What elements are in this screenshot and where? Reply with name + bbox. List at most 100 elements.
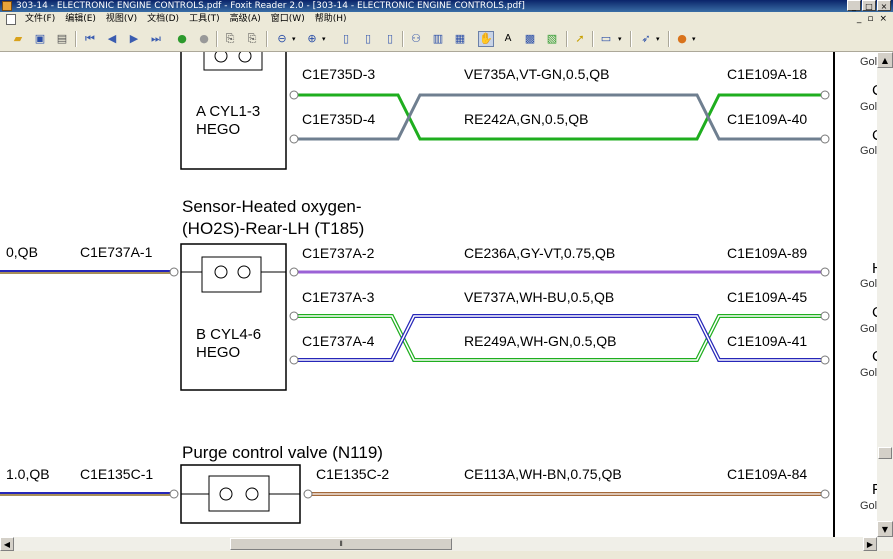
previous-page-icon[interactable]: ◀ — [107, 32, 117, 45]
toolbar: ▰ ▣ ▤ ⏮ ◀ ▶ ⏭ ● ● ⎘ ⎘ ⊖ ▾ ⊕ ▾ ▯ ▯ ▯ ⚇ ▥ … — [0, 27, 893, 52]
mdi-close-icon[interactable]: × — [879, 14, 887, 24]
terminal-icon — [289, 355, 299, 365]
hego-a-label: A CYL1-3 — [196, 103, 260, 120]
terminal-icon — [289, 90, 299, 100]
maximize-button[interactable]: □ — [862, 0, 876, 11]
menu-tools[interactable]: 工具(T) — [189, 14, 220, 24]
terminal-icon — [289, 311, 299, 321]
minimize-button[interactable]: _ — [847, 0, 861, 11]
print-icon[interactable]: ▤ — [56, 32, 68, 45]
wire-pair-1 — [298, 93, 821, 141]
open-folder-icon[interactable]: ▰ — [13, 32, 23, 45]
pin-label: C1E737A-1 — [80, 244, 153, 260]
fit-page-icon[interactable]: ▯ — [364, 32, 372, 45]
right-label: H — [872, 260, 877, 277]
text-select-icon[interactable]: A — [504, 33, 512, 44]
document-icon — [6, 14, 16, 25]
help-dropdown-icon[interactable]: ▾ — [692, 35, 696, 43]
close-button[interactable]: × — [877, 0, 891, 11]
scroll-up-icon[interactable]: ▲ — [877, 52, 893, 68]
menu-view[interactable]: 视图(V) — [105, 14, 138, 24]
select-arrow-icon[interactable]: ➚ — [575, 32, 585, 45]
actual-size-icon[interactable]: ▯ — [342, 32, 350, 45]
title-bar: 303-14 - ELECTRONIC ENGINE CONTROLS.pdf … — [0, 0, 893, 12]
scroll-left-icon[interactable]: ◀ — [0, 537, 14, 551]
find-icon[interactable]: ⚇ — [411, 32, 421, 45]
terminal-icon — [289, 134, 299, 144]
pin-label: C1E109A-18 — [727, 66, 807, 82]
arrow-tool-dropdown-icon[interactable]: ▾ — [656, 35, 660, 43]
scroll-down-icon[interactable]: ▼ — [877, 521, 893, 537]
menu-edit[interactable]: 编辑(E) — [65, 14, 96, 24]
menu-document[interactable]: 文档(D) — [147, 14, 180, 24]
fit-width-icon[interactable]: ▯ — [386, 32, 394, 45]
pin-label: C1E735D-4 — [302, 111, 375, 127]
zoom-out-icon[interactable]: ⊖ — [277, 32, 287, 45]
app-icon — [2, 1, 12, 11]
zoom-in-dropdown-icon[interactable]: ▾ — [322, 35, 326, 43]
menu-help[interactable]: 帮助(H) — [314, 14, 347, 24]
arrow-tool-icon[interactable]: ➶ — [641, 32, 651, 45]
next-page-icon[interactable]: ▶ — [129, 32, 139, 45]
component-title: (HO2S)-Rear-LH (T185) — [182, 219, 364, 238]
page-layout-icon[interactable]: ▦ — [454, 32, 466, 45]
hego-b-pin-icon — [214, 265, 228, 279]
wire-label: CE113A,WH-BN,0.75,QB — [464, 466, 622, 482]
image-tool-icon[interactable]: ▧ — [546, 32, 558, 45]
wire-label: 1.0,QB — [6, 466, 50, 482]
right-column: Gol C Gol C Gol H Gol C Gol C Gol F Gol — [860, 56, 877, 512]
purge-pin-icon — [245, 487, 259, 501]
rotate-right-icon[interactable]: ⎘ — [247, 32, 257, 45]
terminal-icon — [820, 355, 830, 365]
vertical-scrollbar[interactable]: ▲ ▼ — [877, 52, 893, 537]
pin-label: C1E109A-45 — [727, 289, 807, 305]
terminal-icon — [820, 311, 830, 321]
save-icon[interactable]: ▣ — [34, 32, 46, 45]
hego-a-pin-icon — [238, 52, 252, 63]
hand-tool-icon[interactable]: ✋ — [478, 31, 494, 47]
menu-window[interactable]: 窗口(W) — [270, 14, 305, 24]
form-field-icon[interactable]: ▭ — [600, 32, 612, 45]
horizontal-scroll-thumb[interactable]: ⦀ — [230, 538, 452, 550]
pin-label: C1E737A-4 — [302, 333, 375, 349]
terminal-icon — [169, 489, 179, 499]
right-label: C — [872, 82, 877, 99]
first-page-icon[interactable]: ⏮ — [85, 32, 95, 45]
bookmarks-panel-icon[interactable]: ▥ — [432, 32, 444, 45]
menu-bar: 文件(F) 编辑(E) 视图(V) 文档(D) 工具(T) 高级(A) 窗口(W… — [0, 12, 893, 27]
right-label: Gol — [860, 367, 877, 379]
mdi-restore-icon[interactable]: ▫ — [867, 14, 874, 24]
right-label: C — [872, 348, 877, 365]
form-field-dropdown-icon[interactable]: ▾ — [618, 35, 622, 43]
help-icon[interactable]: ● — [677, 32, 687, 45]
hego-a-connector — [203, 52, 263, 71]
zoom-out-dropdown-icon[interactable]: ▾ — [292, 35, 296, 43]
purge-valve-connector — [208, 475, 270, 512]
right-label: Gol — [860, 145, 877, 157]
hego-b-pin-icon — [237, 265, 251, 279]
pin-label: C1E737A-3 — [302, 289, 375, 305]
rotate-left-icon[interactable]: ⎘ — [225, 32, 235, 45]
last-page-icon[interactable]: ⏭ — [151, 32, 161, 45]
go-back-icon[interactable]: ● — [177, 32, 187, 45]
right-label: Gol — [860, 56, 877, 68]
menu-file[interactable]: 文件(F) — [25, 14, 56, 24]
pin-label: C1E109A-84 — [727, 466, 807, 482]
menu-advanced[interactable]: 高级(A) — [229, 14, 261, 24]
hego-a-pin-icon — [214, 52, 228, 63]
terminal-icon — [820, 489, 830, 499]
go-forward-icon[interactable]: ● — [199, 32, 209, 45]
horizontal-scrollbar[interactable]: ◀ ⦀ ▶ — [0, 537, 893, 551]
mdi-minimize-icon[interactable]: _ — [856, 14, 862, 24]
scroll-right-icon[interactable]: ▶ — [863, 537, 877, 551]
document-view[interactable]: A CYL1-3 HEGO C1E735D-3 VE735A,VT-GN,0.5… — [0, 52, 877, 537]
right-label: Gol — [860, 101, 877, 113]
terminal-icon — [289, 267, 299, 277]
hego-a-box — [180, 52, 287, 170]
zoom-in-icon[interactable]: ⊕ — [307, 32, 317, 45]
vertical-scroll-thumb[interactable] — [878, 447, 892, 459]
hego-b-label: B CYL4-6 — [196, 326, 261, 343]
right-label: C — [872, 304, 877, 321]
component-title: Purge control valve (N119) — [182, 443, 383, 462]
snapshot-icon[interactable]: ▩ — [524, 32, 536, 45]
